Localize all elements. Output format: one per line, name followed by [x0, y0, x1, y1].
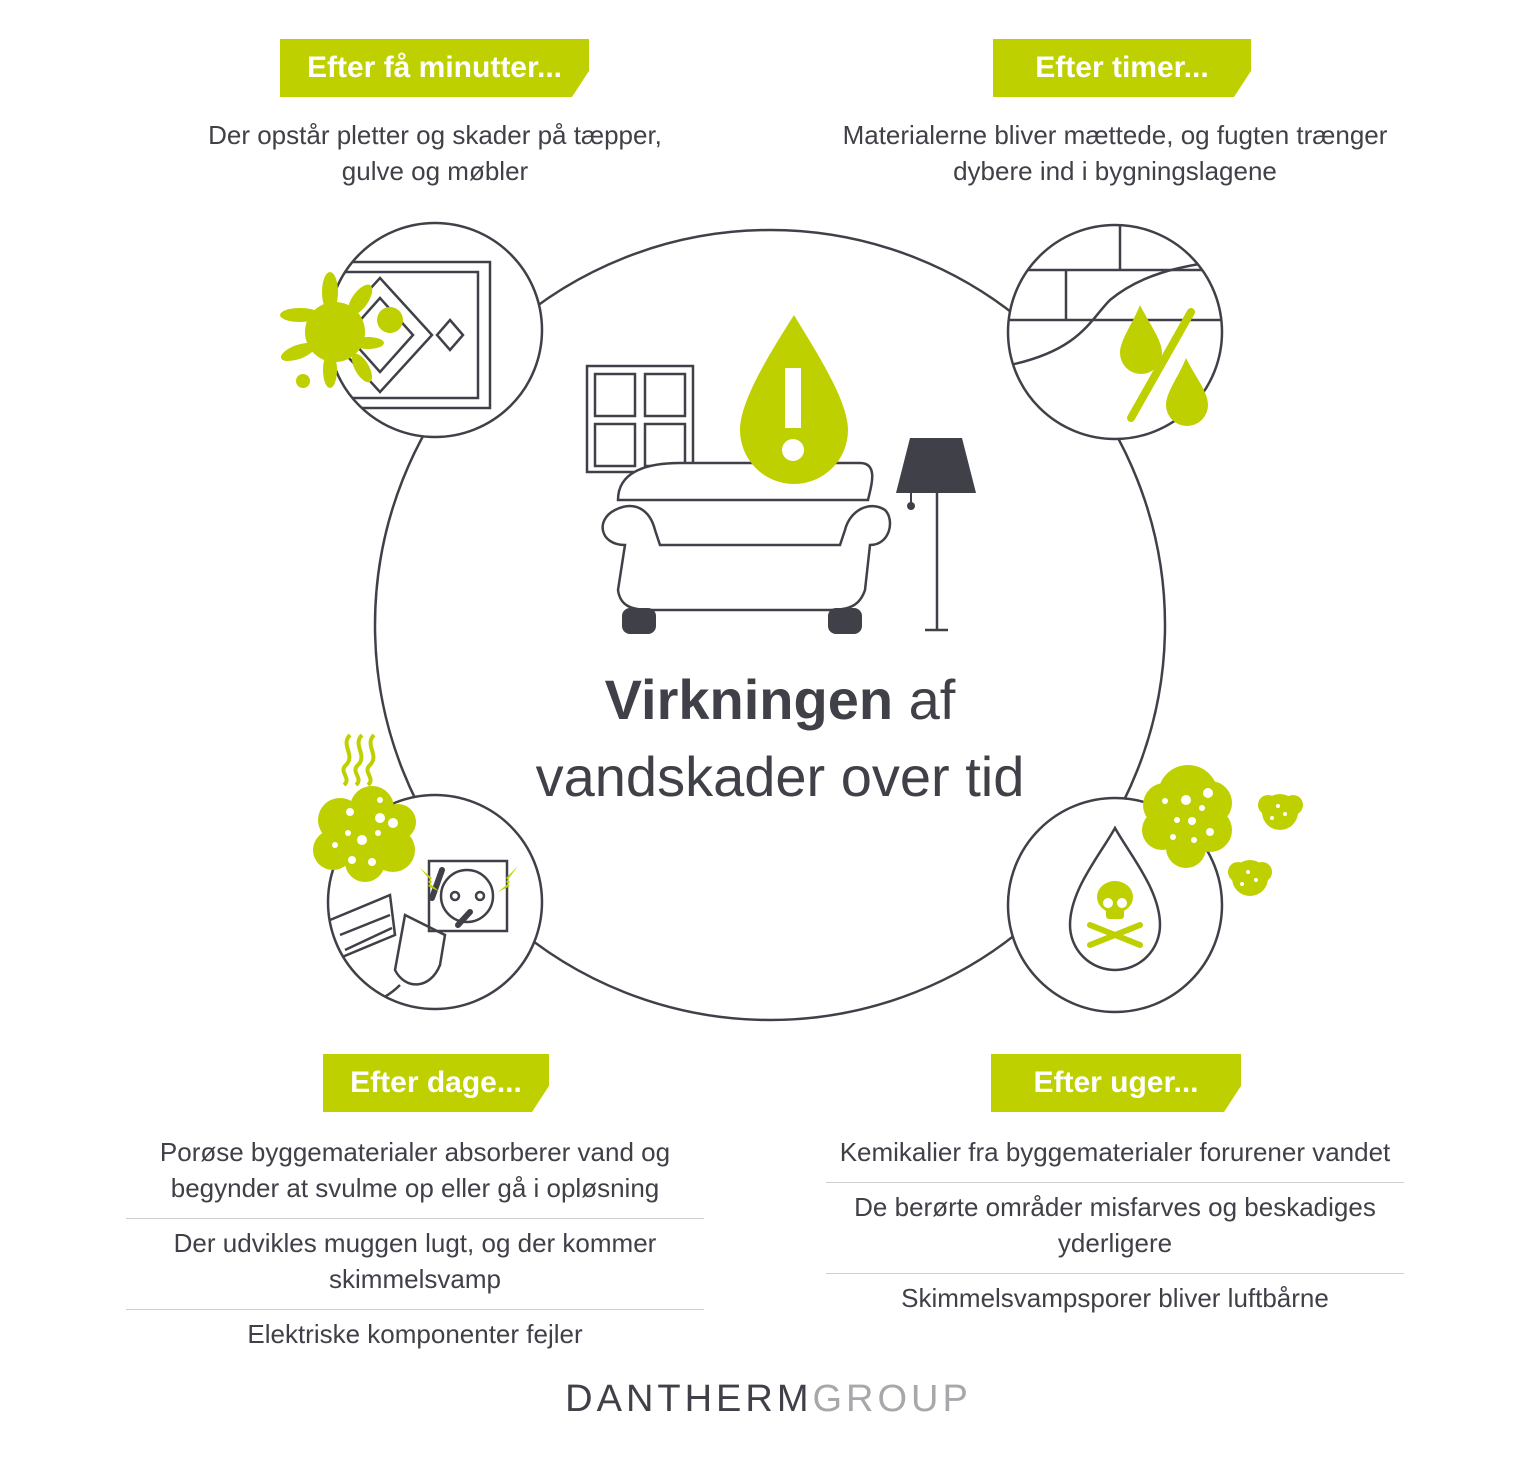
stage-description-hours: Materialerne bliver mættede, og fugten t…: [800, 117, 1430, 189]
logo-part-dantherm: DANTHERM: [565, 1378, 813, 1420]
list-item: Kemikalier fra byggematerialer forurener…: [839, 1137, 1391, 1167]
title-line2: vandskader over tid: [535, 745, 1025, 808]
stage-badge-weeks: Efter uger...: [991, 1054, 1241, 1112]
title-bold: Virkningen: [604, 668, 894, 731]
divider: [126, 1309, 704, 1310]
divider: [826, 1273, 1404, 1274]
list-item: Elektriske komponenter fejler: [247, 1319, 583, 1349]
stage-list-days: Porøse byggematerialer absorberer vand o…: [126, 1128, 704, 1364]
central-circle: [373, 228, 1167, 1022]
poison-drop-spores-icon: [1006, 765, 1303, 1014]
window-icon: [585, 364, 695, 474]
floor-lamp-icon: [896, 438, 976, 632]
stage-description-minutes: Der opstår pletter og skader på tæpper, …: [130, 117, 740, 189]
dantherm-group-logo: DANTHERMGROUP: [0, 1378, 1537, 1421]
stage-list-weeks: Kemikalier fra byggematerialer forurener…: [826, 1128, 1404, 1328]
list-item: Der udvikles muggen lugt, og der kommer …: [173, 1228, 657, 1294]
carpet-splash-icon: [280, 221, 544, 439]
stage-badge-days: Efter dage...: [323, 1054, 549, 1112]
list-item: De berørte områder misfarves og beskadig…: [854, 1192, 1376, 1258]
description-line: dybere ind i bygningslagene: [953, 156, 1277, 186]
logo-part-group: GROUP: [812, 1378, 972, 1420]
description-line: gulve og møbler: [341, 156, 529, 186]
description-line: Materialerne bliver mættede, og fugten t…: [842, 120, 1388, 150]
divider: [826, 1182, 1404, 1183]
stage-badge-minutes: Efter få minutter...: [280, 39, 589, 97]
electric-socket-mold-icon: [313, 733, 544, 1011]
sofa-icon: [601, 461, 892, 612]
living-room-water-alert-icon: [585, 315, 976, 634]
description-line: Der opstår pletter og skader på tæpper,: [208, 120, 662, 150]
title-rest: af: [893, 668, 956, 731]
stage-badge-hours: Efter timer...: [993, 39, 1251, 97]
list-item: Porøse byggematerialer absorberer vand o…: [159, 1137, 671, 1203]
wall-humidity-icon: [1006, 223, 1224, 441]
list-item: Skimmelsvampsporer bliver luftbårne: [901, 1283, 1329, 1313]
divider: [126, 1218, 704, 1219]
